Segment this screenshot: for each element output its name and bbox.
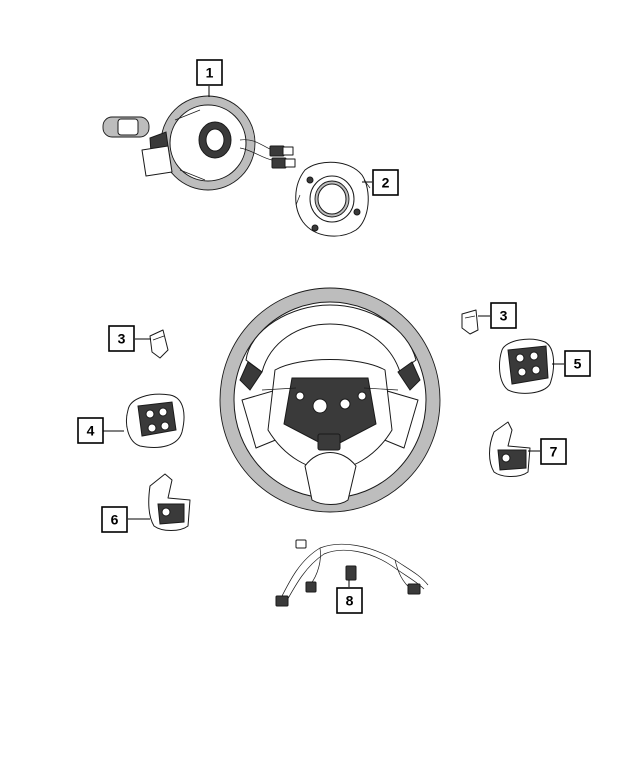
callout-1: 1 [196, 59, 223, 86]
callout-4-label: 4 [87, 423, 95, 439]
part-7-right-control-module [489, 421, 531, 477]
callout-4: 4 [77, 417, 104, 444]
callout-5-label: 5 [574, 356, 582, 372]
part-3-trim-cover-right [461, 309, 479, 335]
callout-1-label: 1 [206, 65, 214, 81]
part-4-left-wheel-switch [126, 393, 185, 448]
callout-7-label: 7 [550, 444, 558, 460]
callout-3-right: 3 [490, 302, 517, 329]
callout-6: 6 [101, 506, 128, 533]
callout-3-left-label: 3 [118, 331, 126, 347]
part-5-right-wheel-switch [499, 338, 555, 394]
part-6-left-control-module [148, 473, 191, 531]
part-2-bracket-ring [295, 161, 371, 237]
part-1-clockspring-assembly [102, 95, 296, 191]
steering-wheel [219, 287, 441, 513]
callout-8: 8 [336, 587, 363, 614]
callout-3-right-label: 3 [500, 308, 508, 324]
callout-6-label: 6 [111, 512, 119, 528]
leader-lines [103, 86, 564, 587]
part-8-wiring-harness [275, 539, 429, 607]
callout-7: 7 [540, 438, 567, 465]
callout-5: 5 [564, 350, 591, 377]
callout-3-left: 3 [108, 325, 135, 352]
callout-2: 2 [372, 169, 399, 196]
part-3-trim-cover-left [149, 329, 169, 359]
callout-8-label: 8 [346, 593, 354, 609]
callout-2-label: 2 [382, 175, 390, 191]
